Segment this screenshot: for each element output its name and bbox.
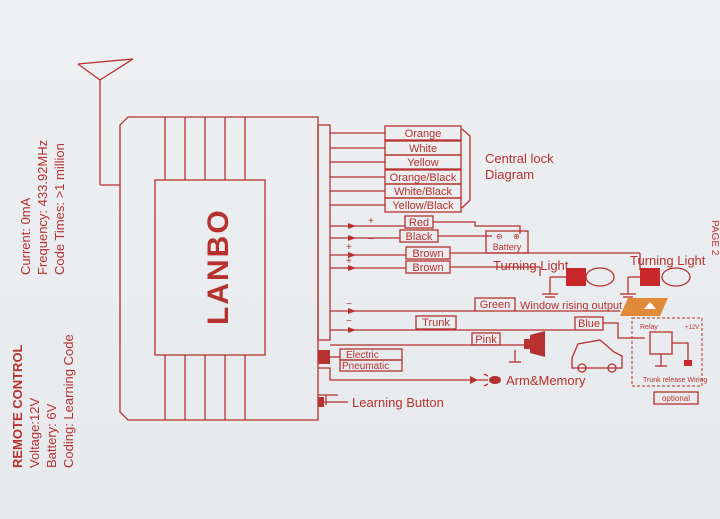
turning-light-icon xyxy=(542,267,615,298)
arm-memory-wire: Arm&Memory xyxy=(318,367,586,388)
current-spec: Current: 0mA xyxy=(18,197,33,275)
optional-relay-box xyxy=(631,317,703,387)
wire-label-red: Red xyxy=(409,217,429,229)
wire-label-yellow: Yellow xyxy=(407,157,438,169)
relay-voltage: +12V xyxy=(685,325,699,331)
learning-button-icon xyxy=(318,397,324,407)
remote-control-heading: REMOTE CONTROL xyxy=(10,344,25,468)
window-output-wire: − Green Window rising output xyxy=(330,297,668,316)
frequency-spec: Frequency: 433.92MHz xyxy=(35,140,50,275)
page-label: PAGE 2 xyxy=(709,220,720,256)
svg-text:⊕: ⊕ xyxy=(513,232,520,241)
wire-label-brown-2: Brown xyxy=(412,262,443,274)
svg-text:+: + xyxy=(346,242,352,253)
pneumatic-connector xyxy=(318,350,330,364)
window-output-label: Window rising output xyxy=(520,300,622,312)
svg-text:−: − xyxy=(346,316,352,327)
wire-label-white-black: White/Black xyxy=(394,186,453,198)
code-times-spec: Code Times: >1 million xyxy=(52,143,67,275)
turning-light-wires: + + Brown Brown Turning Light Turning Li… xyxy=(330,242,706,298)
optional-label: optional xyxy=(662,394,690,403)
svg-text:−: − xyxy=(346,299,352,310)
wire-label-orange: Orange xyxy=(405,128,442,140)
door-lock-type: Electric Pneumatic xyxy=(330,348,403,372)
receiver-specs: Current: 0mA Frequency: 433.92MHz Code T… xyxy=(18,140,67,275)
wire-label-pink: Pink xyxy=(475,334,497,346)
central-lock-title: Central lock xyxy=(485,151,554,166)
pink-wire: Pink xyxy=(330,331,623,373)
turning-light-label-2: Turning Light xyxy=(630,253,706,268)
electric-label: Electric xyxy=(346,350,379,361)
car-icon xyxy=(571,339,623,373)
wire-label-blue: Blue xyxy=(578,318,600,330)
brand-logo: LANBO xyxy=(202,208,235,325)
central-lock-subtitle: Diagram xyxy=(485,167,534,182)
wire-label-yellow-black: Yellow/Black xyxy=(392,200,454,212)
trunk-wire: − Trunk Blue Relay +12V Trunk release Wi… xyxy=(330,315,707,405)
battery-wires: + − Red Black ⊖ ⊕ Battery xyxy=(330,215,529,254)
wire-label-orange-black: Orange/Black xyxy=(390,172,457,184)
central-lock-wires: Orange White Yellow Orange/Black White/B… xyxy=(330,125,554,213)
heat-sink-bottom xyxy=(164,355,246,420)
led-icon xyxy=(489,376,501,384)
wire-label-white: White xyxy=(409,143,437,155)
wire-label-brown-1: Brown xyxy=(412,248,443,260)
svg-text:⊖: ⊖ xyxy=(496,232,503,241)
learning-button-wire: Learning Button xyxy=(318,394,444,410)
control-unit: LANBO xyxy=(119,116,331,421)
remote-control-specs: REMOTE CONTROL Voltage:12V Battery: 6V C… xyxy=(10,334,76,468)
svg-text:−: − xyxy=(368,234,374,245)
siren-icon xyxy=(509,331,545,363)
trunk-release-label: Trunk release Wiring xyxy=(643,377,707,384)
wire-label-green: Green xyxy=(480,299,511,311)
coding-spec: Coding: Learning Code xyxy=(61,334,76,468)
arm-memory-label: Arm&Memory xyxy=(506,373,586,388)
turning-light-icon xyxy=(620,267,691,298)
turning-light-label-1: Turning Light xyxy=(493,258,569,273)
window-switch-icon xyxy=(620,298,668,316)
wire-label-trunk: Trunk xyxy=(422,317,450,329)
battery-spec: Battery: 6V xyxy=(44,403,59,468)
svg-text:+: + xyxy=(368,216,374,227)
pneumatic-label: Pneumatic xyxy=(342,361,389,372)
relay-label: Relay xyxy=(640,324,658,331)
wire-label-black: Black xyxy=(406,231,433,243)
heat-sink-top xyxy=(164,117,246,180)
battery-label: Battery xyxy=(493,242,522,252)
learning-button-label: Learning Button xyxy=(352,395,444,410)
svg-text:+: + xyxy=(346,256,352,267)
antenna-icon xyxy=(77,58,134,186)
voltage-spec: Voltage:12V xyxy=(27,398,42,468)
